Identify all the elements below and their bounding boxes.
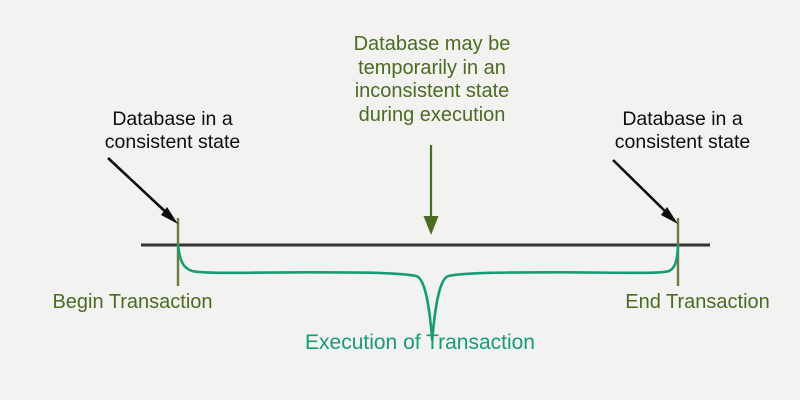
left-consistent-state-label: Database in a consistent state bbox=[104, 108, 241, 153]
center-down-arrow bbox=[423, 145, 439, 235]
right-state-arrow bbox=[612, 159, 678, 224]
execution-transaction-curve bbox=[176, 243, 680, 342]
end-transaction-label: End Transaction bbox=[625, 291, 770, 313]
inconsistent-state-note: Database may be temporarily in an incons… bbox=[353, 33, 511, 126]
left-state-arrow bbox=[107, 157, 178, 224]
right-consistent-state-label: Database in a consistent state bbox=[614, 108, 751, 153]
execution-of-transaction-label: Execution of Transaction bbox=[305, 331, 535, 354]
begin-transaction-label: Begin Transaction bbox=[52, 291, 213, 313]
